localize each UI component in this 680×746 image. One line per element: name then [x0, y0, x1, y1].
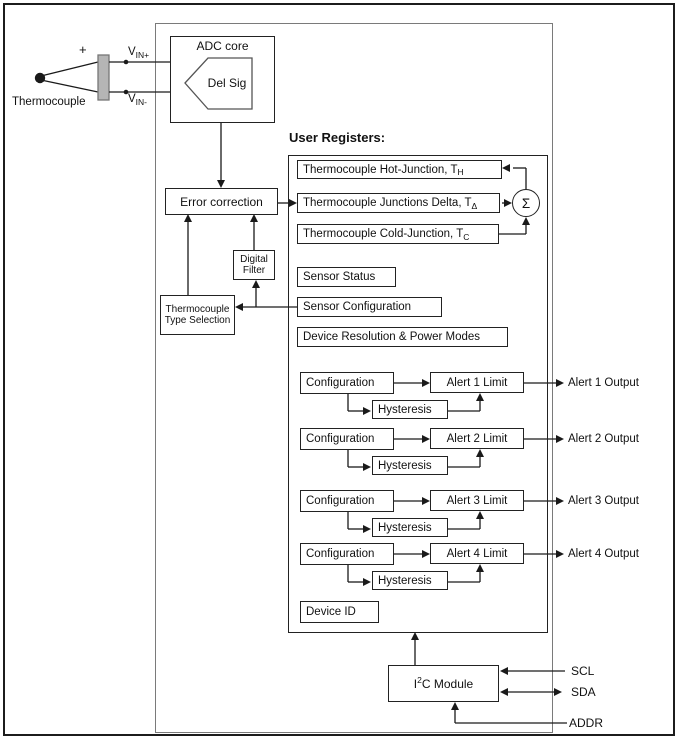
addr-pin-label: ADDR: [569, 716, 604, 730]
alert2-configuration-box: Configuration: [300, 428, 394, 450]
alert2-limit-box: Alert 2 Limit: [430, 428, 524, 449]
scl-pin-label: SCL: [571, 664, 595, 678]
alert4-limit-box: Alert 4 Limit: [430, 543, 524, 564]
alert3-hysteresis-box: Hysteresis: [372, 518, 448, 537]
alert1-output-label: Alert 1 Output: [568, 377, 639, 389]
summation-node: Σ: [512, 189, 540, 217]
digital-filter-block: Digital Filter: [233, 250, 275, 280]
register-device-resolution: Device Resolution & Power Modes: [297, 327, 508, 347]
chip-boundary: [155, 23, 553, 733]
alert3-configuration-box: Configuration: [300, 490, 394, 512]
signal-connectors: [184, 122, 567, 724]
adc-core-title: ADC core: [196, 39, 249, 53]
error-correction-block: Error correction: [165, 188, 278, 215]
alert1-hysteresis-box: Hysteresis: [372, 400, 448, 419]
vin-plus-label: VIN+: [128, 46, 150, 60]
polarity-plus-label: +: [79, 42, 87, 57]
alert4-hysteresis-box: Hysteresis: [372, 571, 448, 590]
thermocouple-label: Thermocouple: [12, 96, 86, 108]
thermocouple-type-selection-block: Thermocouple Type Selection: [160, 295, 235, 335]
register-sensor-configuration: Sensor Configuration: [297, 297, 442, 317]
del-sig-label: Del Sig: [207, 76, 247, 90]
alert4-output-label: Alert 4 Output: [568, 548, 639, 560]
alert3-limit-box: Alert 3 Limit: [430, 490, 524, 511]
register-sensor-status: Sensor Status: [297, 267, 396, 287]
alert1-configuration-box: Configuration: [300, 372, 394, 394]
page-border: [3, 3, 675, 736]
alert2-hysteresis-box: Hysteresis: [372, 456, 448, 475]
user-registers-title: User Registers:: [289, 130, 386, 145]
vin-minus-label: VIN-: [128, 93, 148, 107]
register-device-id: Device ID: [300, 601, 379, 623]
alert2-output-label: Alert 2 Output: [568, 433, 639, 445]
sda-pin-label: SDA: [571, 685, 596, 699]
alert1-limit-box: Alert 1 Limit: [430, 372, 524, 393]
user-registers-box: [288, 155, 548, 633]
alert4-configuration-box: Configuration: [300, 543, 394, 565]
alert3-output-label: Alert 3 Output: [568, 495, 639, 507]
delta-sigma-modulator-shape: [184, 57, 253, 110]
